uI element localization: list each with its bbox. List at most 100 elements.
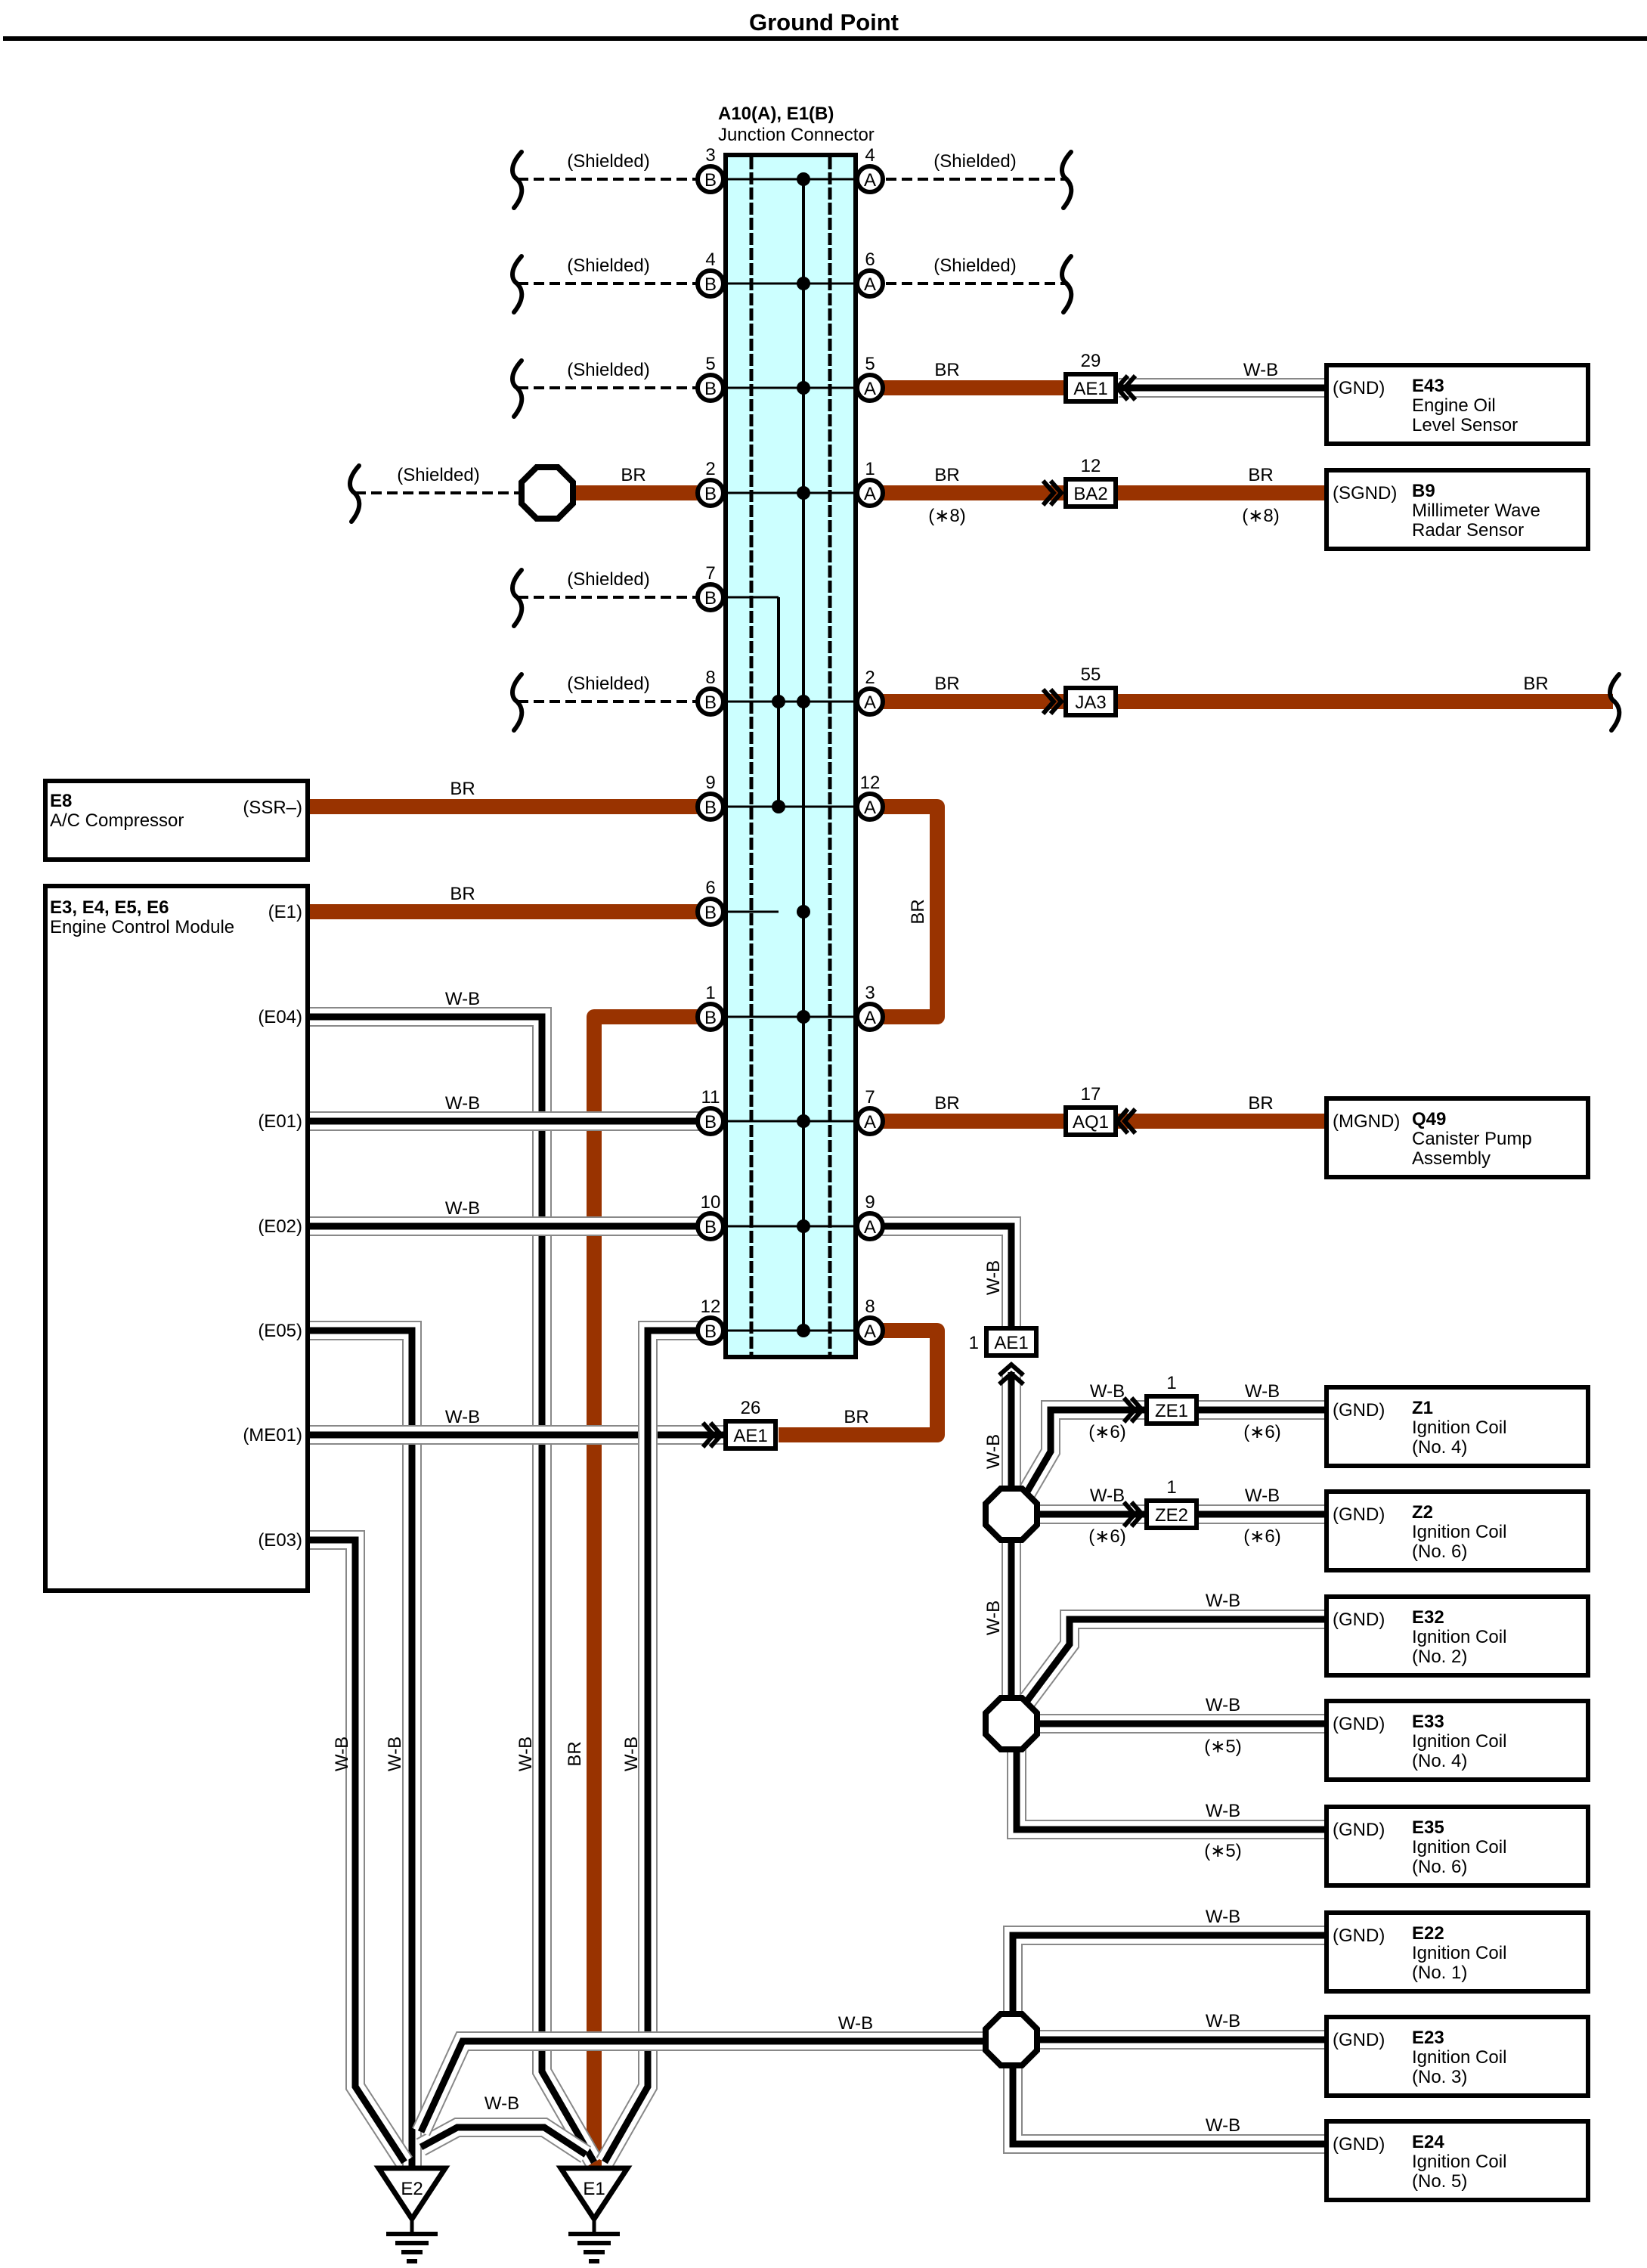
component-desc: Engine Oil <box>1412 395 1496 416</box>
component-desc: Engine Control Module <box>50 917 234 937</box>
pin-circle <box>695 1315 726 1346</box>
junction-connector <box>723 153 858 1359</box>
component-terminal: (GND) <box>1333 378 1385 398</box>
ground-e2: E2 <box>373 2165 450 2263</box>
pin-circle <box>695 582 726 612</box>
wb-wire-core <box>417 2037 1011 2133</box>
wire-label: BR <box>844 1407 868 1427</box>
component-code: E23 <box>1412 2028 1444 2048</box>
inline-connector-box <box>1144 1394 1199 1426</box>
wire-label: W-B <box>983 1600 1004 1635</box>
chevron-icon <box>1122 1108 1138 1135</box>
component-desc: Ignition Coil <box>1412 2152 1506 2172</box>
splice-point <box>983 1486 1040 1543</box>
pin-side-letter: B <box>704 1217 717 1238</box>
pin-circle <box>695 792 726 822</box>
wb-wire <box>870 1216 1021 1331</box>
wire-label: W-B <box>983 1260 1004 1295</box>
shielded-label: (Shielded) <box>933 151 1016 172</box>
pin-side-letter: B <box>704 170 717 191</box>
wb-wire-core <box>308 1536 407 2164</box>
component-box <box>1324 1594 1590 1678</box>
inline-connector-pin: 17 <box>1081 1084 1101 1105</box>
pin-side-letter: A <box>864 170 876 191</box>
component-e8: E8A/C Compressor(SSR–) <box>43 779 310 862</box>
note-label: (∗8) <box>928 506 965 526</box>
ecm-terminal: (E04) <box>258 1007 302 1027</box>
inline-connector-pin: 12 <box>1081 456 1101 476</box>
component-box <box>1324 1910 1590 1994</box>
pin-left: B8 <box>695 668 726 717</box>
junction-dot <box>797 277 810 290</box>
component-code: E43 <box>1412 376 1444 396</box>
inline-connector-id: AE1 <box>994 1333 1028 1353</box>
pin-left: B5 <box>695 354 726 403</box>
component-desc: Radar Sensor <box>1412 520 1524 541</box>
component-terminal: (SSR–) <box>243 798 302 818</box>
pin-left: B10 <box>695 1192 726 1241</box>
pin-right: A6 <box>855 249 885 299</box>
wb-wire <box>1015 1400 1149 1502</box>
wb-wire-insulation <box>1008 1743 1327 1838</box>
component-desc: (No. 3) <box>1412 2067 1467 2087</box>
ecm-terminal: (E03) <box>258 1530 302 1551</box>
component-code: E24 <box>1412 2132 1444 2152</box>
component-box <box>1324 1096 1590 1179</box>
inline-connector-pin: 1 <box>1166 1373 1176 1393</box>
wire-label: W-B <box>1245 1486 1280 1506</box>
component-terminal: (MGND) <box>1333 1111 1400 1132</box>
shielded-label: (Shielded) <box>933 256 1016 276</box>
pin-number: 6 <box>865 249 875 270</box>
component-terminal: (GND) <box>1333 1504 1385 1525</box>
wb-wire <box>596 1321 711 2167</box>
shielded-label: (Shielded) <box>397 465 479 485</box>
component-desc: (No. 5) <box>1412 2171 1467 2192</box>
inline-connector-pin: 55 <box>1081 665 1101 685</box>
wb-wire-outline <box>1003 2060 1327 2154</box>
junction-dot <box>772 695 785 708</box>
wire-label: W-B <box>1245 1381 1280 1402</box>
shielded-label: (Shielded) <box>567 151 649 172</box>
wb-wire-core <box>1021 1616 1327 1707</box>
inline-connector-box <box>723 1419 778 1451</box>
pin-circle <box>855 164 885 194</box>
junction-dot <box>797 486 810 500</box>
wire-break-icon <box>348 463 362 524</box>
ecm-terminal: (ME01) <box>243 1425 302 1445</box>
wire-break-icon <box>1608 672 1622 733</box>
pin-side-letter: A <box>864 1112 876 1132</box>
component-desc: (No. 4) <box>1412 1437 1467 1458</box>
pin-right: A3 <box>855 983 885 1032</box>
pin-left: B7 <box>695 563 726 612</box>
inline-connector-id: AE1 <box>733 1426 767 1446</box>
wb-wire-insulation <box>1005 2060 1327 2152</box>
pin-circle <box>695 164 726 194</box>
note-label: (∗5) <box>1204 1737 1241 1757</box>
shielded-label: (Shielded) <box>567 674 649 694</box>
pin-right: A9 <box>855 1192 885 1241</box>
component-terminal: (GND) <box>1333 1610 1385 1630</box>
ground-triangle <box>373 2165 450 2224</box>
pin-left: B3 <box>695 145 726 194</box>
pin-circle <box>855 1002 885 1032</box>
component-box <box>43 884 310 1593</box>
pin-side-letter: A <box>864 798 876 818</box>
wire-break-icon <box>510 254 525 314</box>
component-desc: (No. 6) <box>1412 1541 1467 1562</box>
pin-left: B12 <box>695 1297 726 1346</box>
pin-side-letter: B <box>704 798 717 818</box>
pin-number: 12 <box>701 1297 721 1317</box>
pin-circle <box>855 792 885 822</box>
connector-body <box>723 153 858 1359</box>
br-wire <box>587 1009 711 2177</box>
component-box <box>1324 1699 1590 1782</box>
wire-labels: (Shielded) (Shielded) (Shielded) (Shielded)… <box>332 151 1549 2136</box>
